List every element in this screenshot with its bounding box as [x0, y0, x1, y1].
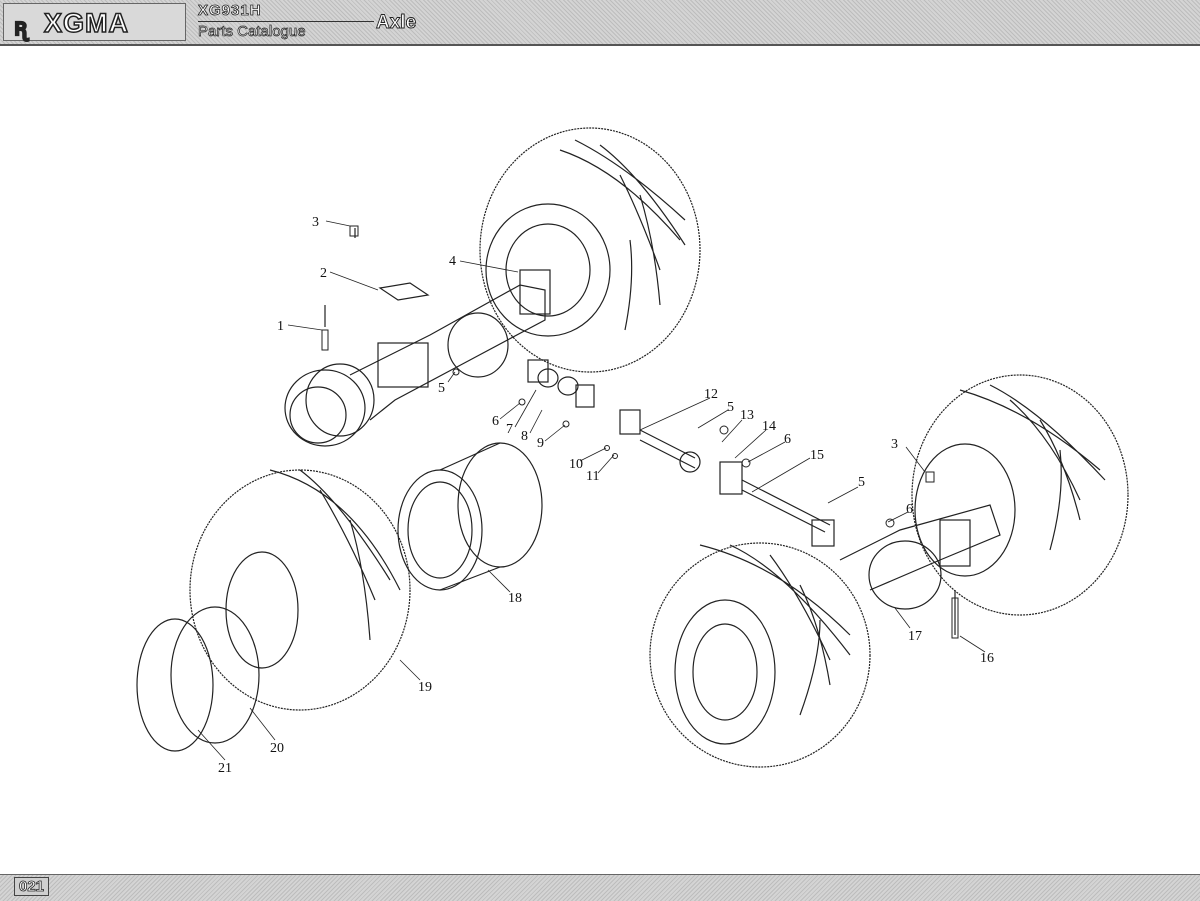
tire-rear-right [911, 374, 1129, 616]
callout-labels: 3 2 1 4 5 6 7 8 9 10 11 12 5 13 14 6 15 … [218, 215, 994, 776]
callout-3-rear: 3 [891, 437, 898, 452]
wheel-rim [397, 442, 543, 591]
axle-exploded-diagram: 3 2 1 4 5 6 7 8 9 10 11 12 5 13 14 6 15 … [136, 127, 1129, 776]
brand-logo: ꭆ XGMA [3, 3, 186, 42]
callout-6-mid: 6 [784, 432, 791, 447]
header-divider [198, 21, 374, 22]
callout-11: 11 [586, 469, 599, 484]
callout-5-mid: 5 [727, 400, 734, 415]
brand-name: XGMA [43, 7, 129, 39]
callout-4: 4 [449, 254, 456, 269]
catalogue-subtitle: Parts Catalogue [198, 23, 306, 41]
callout-10: 10 [569, 457, 583, 472]
tire-exploded [189, 469, 411, 711]
leader-lines [197, 220, 986, 761]
callout-3-front: 3 [312, 215, 319, 230]
tire-front-right [479, 127, 701, 373]
callout-14: 14 [762, 419, 776, 434]
callout-15: 15 [810, 448, 824, 463]
fasteners [321, 225, 959, 639]
callout-9: 9 [537, 436, 544, 451]
tire-rear-left [649, 542, 871, 768]
page-number: 021 [14, 877, 50, 896]
model-number: XG931H [198, 2, 262, 20]
callout-21: 21 [218, 761, 232, 776]
callout-5-front: 5 [438, 381, 445, 396]
callout-2: 2 [320, 266, 327, 281]
callout-12: 12 [704, 387, 718, 402]
callout-20: 20 [270, 741, 284, 756]
callout-6-front: 6 [492, 414, 499, 429]
xgma-logo-icon: ꭆ [13, 12, 28, 42]
seal-ring [136, 618, 214, 752]
callout-18: 18 [508, 591, 522, 606]
callout-16: 16 [980, 651, 994, 666]
callout-1: 1 [277, 319, 284, 334]
lock-ring [170, 606, 260, 744]
front-driveshaft [527, 359, 595, 408]
catalogue-header: ꭆ XGMA XG931H Parts Catalogue Axle [0, 0, 1200, 46]
callout-17: 17 [908, 629, 922, 644]
callout-5-rear: 5 [858, 475, 865, 490]
rear-axle-housing [839, 504, 1001, 635]
front-axle-housing [284, 228, 551, 447]
section-title: Axle [376, 12, 417, 34]
catalogue-footer: 021 [0, 874, 1200, 901]
callout-7: 7 [506, 422, 513, 437]
rear-driveshaft [619, 409, 835, 547]
callout-6-rear: 6 [906, 502, 913, 517]
callout-13: 13 [740, 408, 754, 423]
callout-19: 19 [418, 680, 432, 695]
callout-8: 8 [521, 429, 528, 444]
